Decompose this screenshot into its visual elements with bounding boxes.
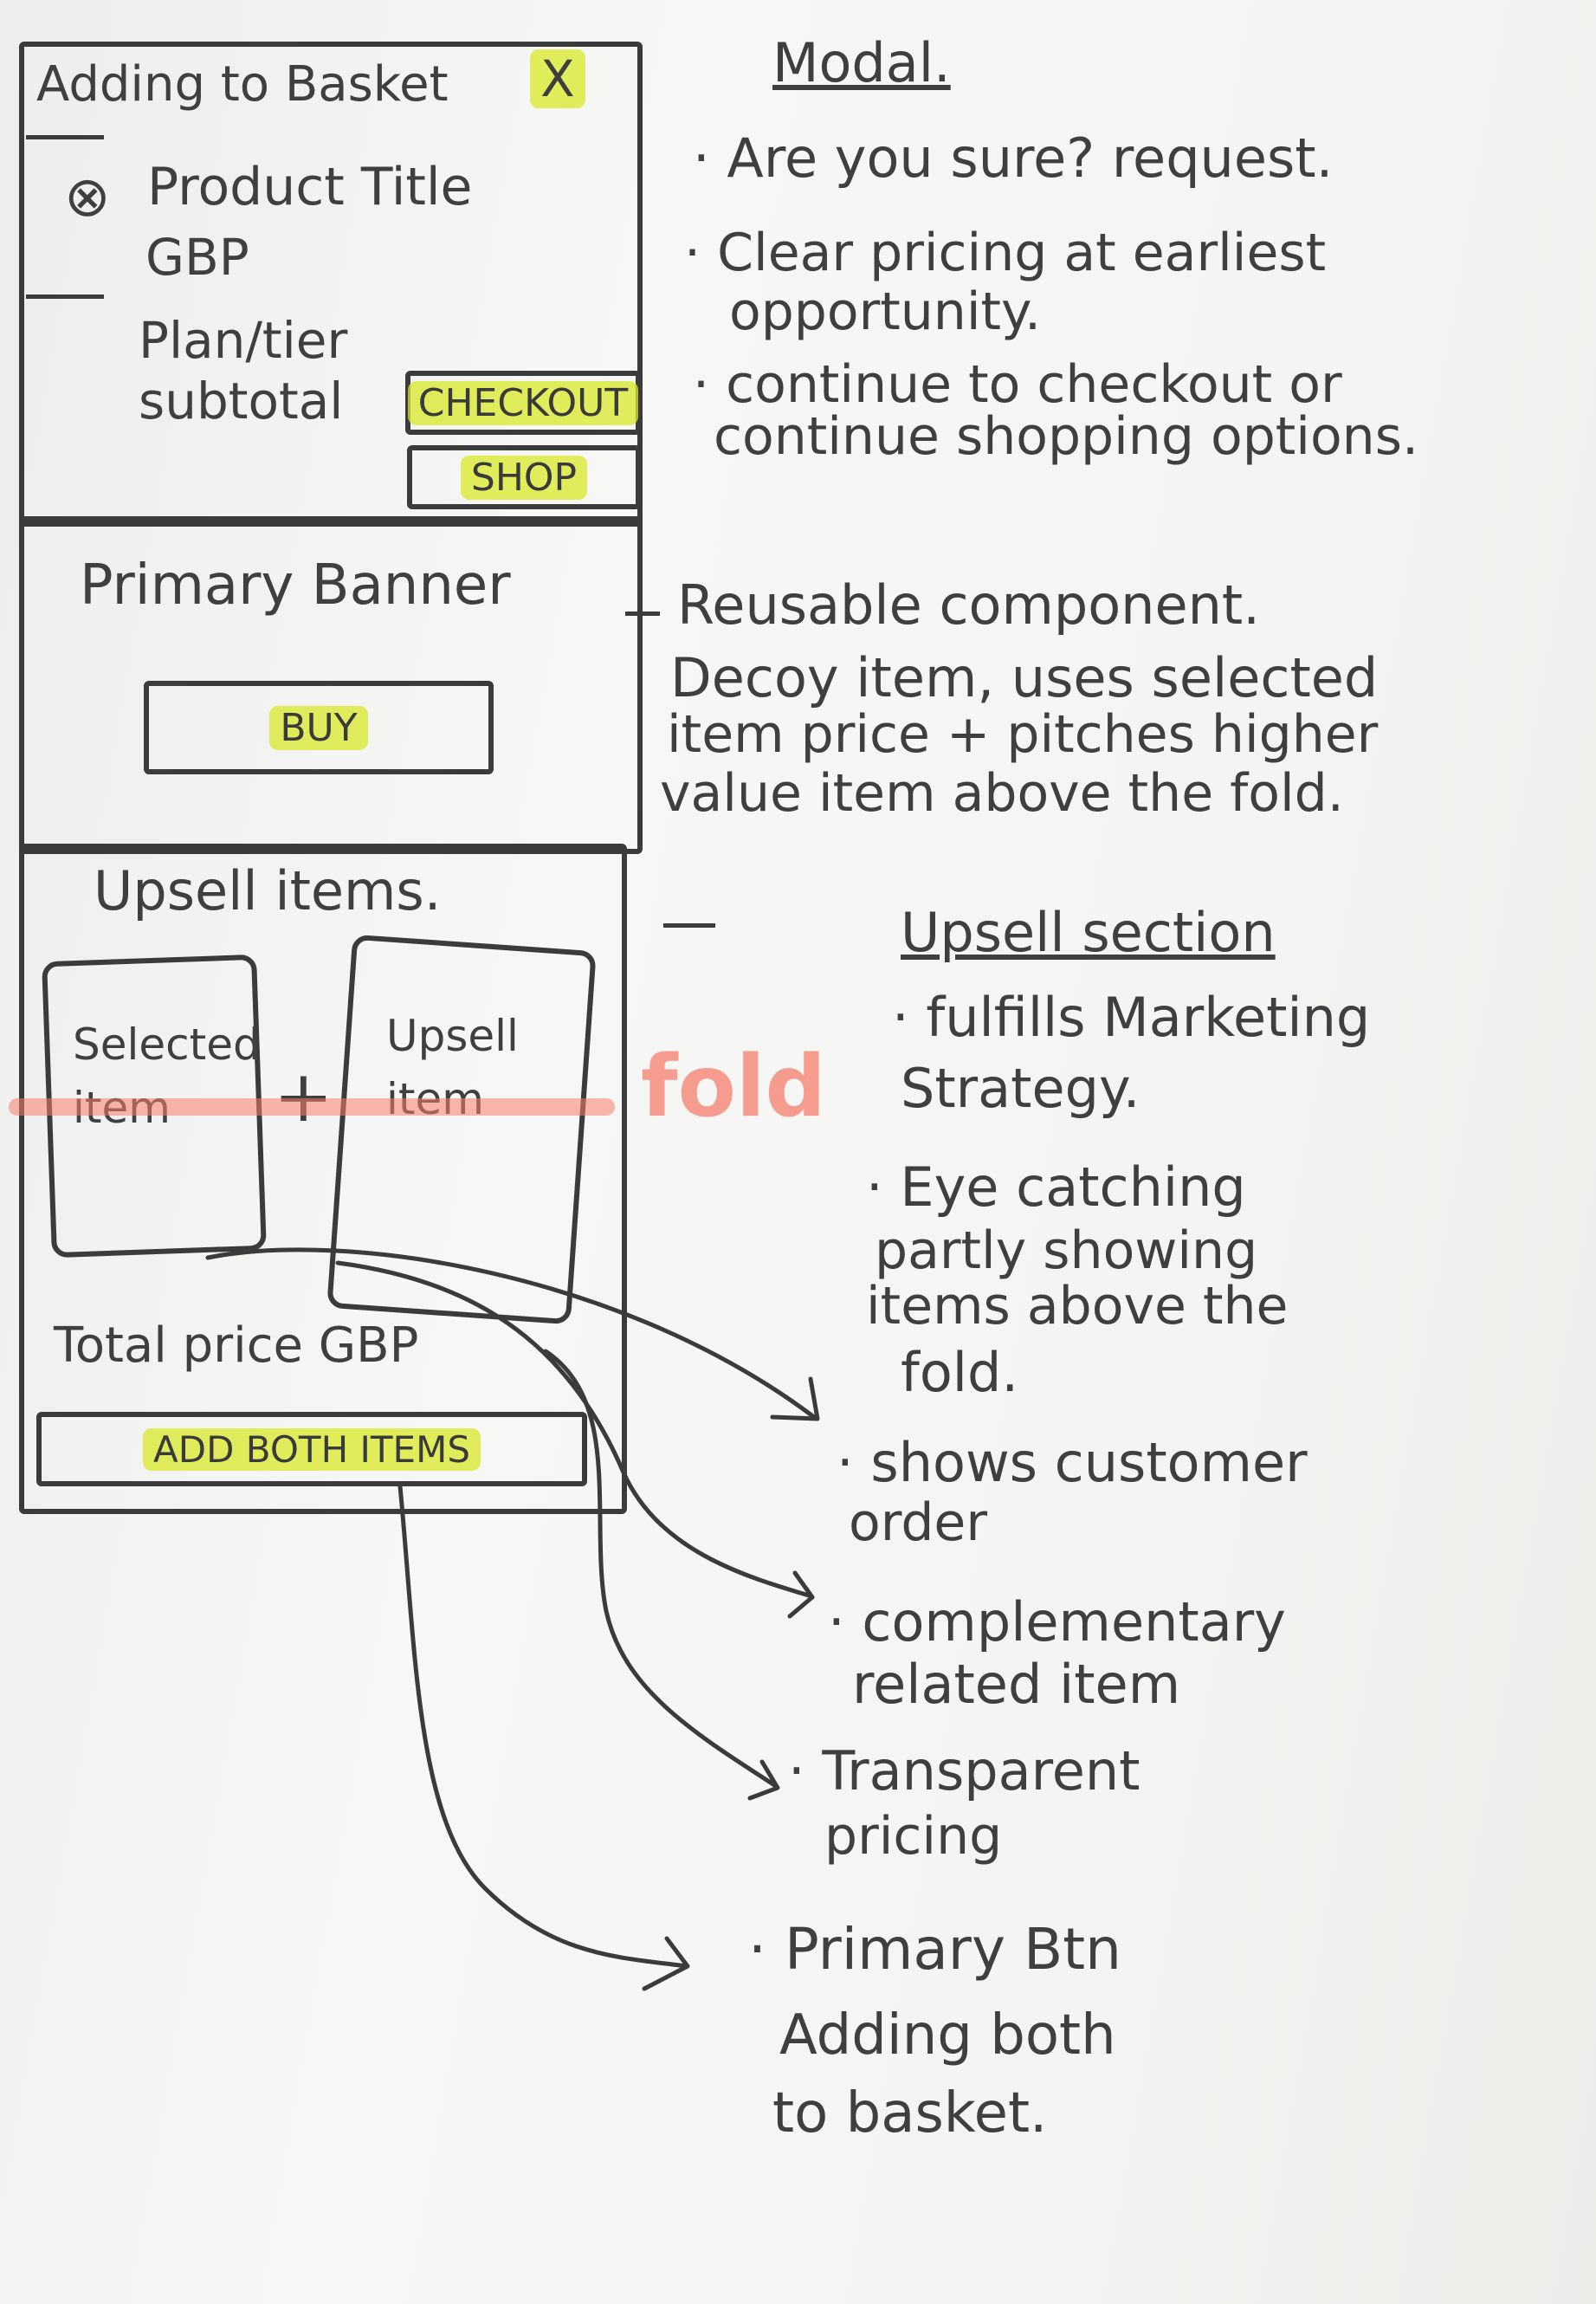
modal-section	[19, 42, 643, 527]
upsell-note-6: fold.	[901, 1341, 1019, 1404]
divider	[26, 135, 104, 139]
transparent-1: · Transparent	[788, 1739, 1140, 1802]
arrowhead	[747, 1759, 780, 1801]
shows-order-1: · shows customer	[837, 1431, 1308, 1494]
arrowhead	[787, 1570, 815, 1619]
arrowhead	[770, 1376, 820, 1421]
modal-heading: Modal.	[772, 31, 951, 94]
total-price: Total price GBP	[54, 1317, 419, 1374]
transparent-2: pricing	[824, 1806, 1003, 1867]
subtotal-label: subtotal	[139, 372, 344, 430]
primary-btn-1: · Primary Btn	[748, 1916, 1121, 1983]
upsell-note-3: · Eye catching	[866, 1155, 1246, 1219]
arrow-primary-btn	[397, 1484, 688, 1969]
product-title: Product Title	[147, 157, 473, 217]
connector-dash	[625, 612, 660, 616]
arrow-shows-order	[205, 1247, 817, 1420]
shows-order-2: order	[849, 1492, 987, 1553]
modal-note-4: · continue to checkout or	[693, 354, 1342, 415]
arrowhead	[642, 1936, 690, 1991]
fold-line	[9, 1098, 615, 1116]
primary-banner-section	[19, 516, 643, 854]
upsell-section	[19, 844, 627, 1514]
complementary-1: · complementary	[828, 1590, 1286, 1654]
banner-note-4: value item above the fold.	[660, 763, 1344, 824]
complementary-2: related item	[852, 1653, 1181, 1716]
modal-note-3: opportunity.	[729, 282, 1042, 342]
upsell-note-1: · fulfills Marketing	[892, 986, 1371, 1049]
buy-button[interactable]: BUY	[144, 681, 494, 774]
primary-btn-3: to basket.	[772, 2081, 1048, 2145]
banner-note-2: Decoy item, uses selected	[670, 646, 1379, 709]
arrow-transparent	[543, 1349, 779, 1789]
add-both-items-button[interactable]: ADD BOTH ITEMS	[36, 1412, 587, 1486]
connector-dash	[663, 923, 715, 928]
close-icon[interactable]: X	[530, 49, 585, 108]
product-image-icon: ⊗	[64, 165, 111, 230]
product-price: GBP	[145, 228, 249, 287]
divider	[26, 294, 104, 299]
modal-note-2: · Clear pricing at earliest	[684, 223, 1327, 283]
banner-title: Primary Banner	[80, 553, 511, 618]
banner-note-1: Reusable component.	[677, 573, 1260, 637]
upsell-note-5: items above the	[866, 1276, 1289, 1336]
banner-note-3: item price + pitches higher	[667, 704, 1379, 765]
shop-button[interactable]: SHOP	[407, 445, 641, 509]
upsell-heading: Upsell section	[901, 901, 1276, 964]
checkout-button[interactable]: CHECKOUT	[405, 371, 641, 435]
upsell-note-2: Strategy.	[901, 1057, 1140, 1120]
primary-btn-2: Adding both	[779, 2003, 1116, 2068]
plan-tier-label: Plan/tier	[139, 311, 348, 370]
arrow-complementary	[335, 1260, 811, 1598]
fold-label: fold	[641, 1038, 826, 1136]
upsell-note-4: partly showing	[875, 1220, 1258, 1281]
modal-title: Adding to Basket	[36, 56, 449, 113]
upsell-title: Upsell items.	[94, 859, 442, 922]
modal-note-1: · Are you sure? request.	[693, 126, 1334, 190]
plus-icon: +	[274, 1056, 333, 1138]
modal-note-5: continue shopping options.	[714, 406, 1419, 467]
